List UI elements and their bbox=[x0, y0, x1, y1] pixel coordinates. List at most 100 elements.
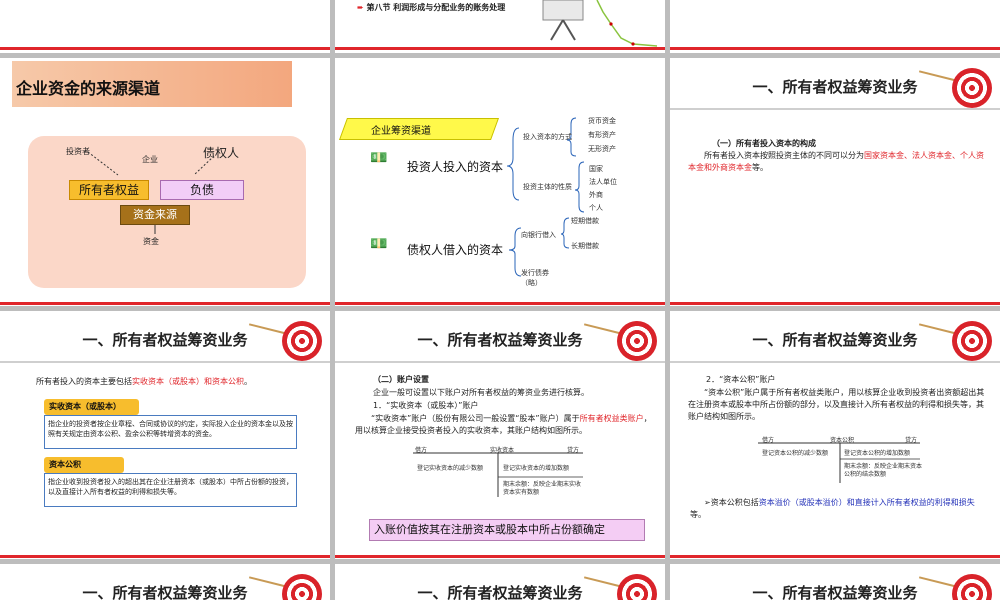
target-icon bbox=[282, 574, 322, 600]
t-credit: 贷方 bbox=[567, 447, 580, 454]
slide-top-right[interactable] bbox=[670, 0, 1000, 53]
slide-bottom-right[interactable]: 一、所有者权益筹资业务 bbox=[670, 564, 1000, 600]
t-left-text: 登记实收资本的减少数额 bbox=[417, 465, 484, 472]
title-rule bbox=[670, 108, 1000, 110]
t-right-text: 登记实收资本的增加数额 bbox=[503, 465, 570, 472]
bank-type-item: 长期借款 bbox=[571, 242, 599, 250]
capital-reserve-label: 资本公积 bbox=[44, 457, 124, 473]
t-debit: 借方 bbox=[415, 447, 428, 454]
capital-reserve-text: 指企业收到投资者投入的超出其在企业注册资本（或股本）中所占份额的投资，以及直接计… bbox=[44, 473, 297, 507]
slide-title: 一、所有者权益筹资业务 bbox=[752, 331, 918, 349]
chart-thumbnail bbox=[542, 0, 658, 47]
subheading: （一）所有者投入资本的构成 bbox=[712, 139, 816, 148]
invest-method-item: 无形资产 bbox=[588, 145, 616, 153]
owner-equity-box: 所有者权益 bbox=[69, 180, 149, 200]
paragraph: 1．“实收资本（或股本）”账户 bbox=[373, 401, 479, 410]
t-account-lines bbox=[758, 442, 920, 483]
money-icon: 💵 bbox=[370, 236, 388, 252]
paragraph: “实收资本”账户（股份有限公司一般设置“股本”账户）属于所有者权益类账户，用以核… bbox=[355, 414, 652, 435]
investor-label: 投资者 bbox=[66, 147, 90, 156]
bank-borrow-label: 向银行借入 bbox=[521, 231, 556, 239]
t-name: 实收资本 bbox=[490, 447, 515, 454]
title-rule bbox=[335, 361, 665, 363]
invest-subject-item: 国家 bbox=[589, 165, 603, 173]
invest-subject-item: 个人 bbox=[589, 204, 603, 212]
fund-source-box: 资金来源 bbox=[120, 205, 190, 225]
invest-subject-item: 外商 bbox=[589, 191, 603, 199]
bank-type-item: 短期借款 bbox=[571, 217, 599, 225]
invest-subject-label: 投资主体的性质 bbox=[523, 183, 572, 191]
invest-method-label: 投入资本的方式 bbox=[523, 133, 572, 141]
paid-in-capital-label: 实收资本（或股本） bbox=[44, 399, 139, 415]
slide-fund-sources[interactable]: 企业资金的来源渠道 投资者 债权人 企业 所有者权益 负债 资金来源 资金 bbox=[0, 58, 330, 306]
slide-divider bbox=[0, 302, 330, 305]
paragraph: “资本公积”账户属于所有者权益类账户，用以核算企业收到投资者出资额超出其在注册资… bbox=[688, 388, 985, 421]
title-band bbox=[12, 61, 292, 107]
slide-top-left[interactable] bbox=[0, 0, 330, 53]
invest-method-item: 有形资产 bbox=[588, 131, 616, 139]
slide-bottom-middle[interactable]: 一、所有者权益筹资业务 bbox=[335, 564, 665, 600]
slide-top-middle[interactable]: ➨ 第八节 利润形成与分配业务的账务处理 bbox=[335, 0, 665, 53]
investor-input-label: 投资人投入的资本 bbox=[407, 160, 504, 174]
slide-divider bbox=[335, 47, 665, 50]
paragraph: ➢资本公积包括资本溢价（或股本溢价）和直接计入所有者权益的利得和损失等。 bbox=[690, 498, 975, 519]
paid-in-capital-text: 指企业的投资者按企业章程、合同或协议的约定，实际投入企业的资本金以及按照有关规定… bbox=[44, 415, 297, 449]
slide-capital-types[interactable]: 一、所有者权益筹资业务 所有者投入的资本主要包括实收资本（或股本）和资本公积。 … bbox=[0, 311, 330, 559]
paragraph: 2．“资本公积”账户 bbox=[706, 375, 776, 384]
slide-divider bbox=[670, 47, 1000, 50]
slide-capital-reserve[interactable]: 一、所有者权益筹资业务 2．“资本公积”账户 “资本公积”账户属于所有者权益类账… bbox=[670, 311, 1000, 559]
t-credit: 贷方 bbox=[905, 437, 918, 444]
t-name: 资本公积 bbox=[830, 437, 855, 444]
target-icon bbox=[952, 574, 992, 600]
money-icon: 💵 bbox=[370, 150, 388, 166]
slide-divider bbox=[335, 302, 665, 305]
liability-box: 负债 bbox=[160, 180, 244, 200]
t-right-text: 登记资本公积的增加数额 bbox=[844, 450, 911, 457]
creditor-label: 债权人 bbox=[203, 146, 240, 160]
slide-divider bbox=[670, 555, 1000, 558]
title-rule bbox=[670, 361, 1000, 363]
target-icon bbox=[617, 574, 657, 600]
t-left-text: 登记资本公积的减少数额 bbox=[762, 450, 829, 457]
slide-title: 一、所有者权益筹资业务 bbox=[417, 584, 583, 600]
slide-financing-channels[interactable]: 企业筹资渠道 💵 投资人投入的资本 💵 债权人借入的资本 投入资本的方式 货币资… bbox=[335, 58, 665, 306]
enterprise-label: 企业 bbox=[142, 155, 158, 164]
funds-label: 资金 bbox=[143, 237, 159, 246]
slide-bottom-left[interactable]: 一、所有者权益筹资业务 bbox=[0, 564, 330, 600]
flow-arrows bbox=[87, 151, 215, 234]
invest-subject-item: 法人单位 bbox=[589, 178, 617, 186]
slide-title: 企业资金的来源渠道 bbox=[16, 79, 161, 98]
slide-account-setup[interactable]: 一、所有者权益筹资业务 （二）账户设置 企业一般可设置以下账户对所有者权益的筹资… bbox=[335, 311, 665, 559]
t-right-balance: 期末余额：反映企业期末资本公积的结余数额 bbox=[844, 463, 923, 478]
slide-title: 一、所有者权益筹资业务 bbox=[752, 78, 918, 96]
paragraph: 企业一般可设置以下账户对所有者权益的筹资业务进行核算。 bbox=[373, 388, 589, 397]
slide-equity-composition[interactable]: 一、所有者权益筹资业务 （一）所有者投入资本的构成 所有者投入资本按照投资主体的… bbox=[670, 58, 1000, 306]
slide-divider bbox=[670, 302, 1000, 305]
slide-divider bbox=[0, 555, 330, 558]
brace-lines bbox=[506, 117, 585, 277]
slide-title: 一、所有者权益筹资业务 bbox=[417, 331, 583, 349]
arrow-bullet-icon: ➨ bbox=[357, 3, 364, 12]
slide-divider bbox=[335, 555, 665, 558]
t-account-lines bbox=[413, 452, 583, 497]
target-icon bbox=[952, 68, 992, 108]
intro-text: 所有者投入的资本主要包括实收资本（或股本）和资本公积。 bbox=[36, 377, 252, 386]
invest-method-item: 货币资金 bbox=[588, 117, 616, 125]
t-right-balance: 期末余额：反映企业期末实收资本实有数额 bbox=[503, 481, 582, 496]
t-debit: 借方 bbox=[762, 437, 775, 444]
banner-label: 企业筹资渠道 bbox=[371, 126, 431, 137]
target-icon bbox=[282, 321, 322, 361]
target-icon bbox=[952, 321, 992, 361]
note-box: 入账价值按其在注册资本或股本中所占份额确定 bbox=[369, 519, 645, 541]
slide-title: 一、所有者权益筹资业务 bbox=[82, 331, 248, 349]
slide-divider bbox=[0, 47, 330, 50]
title-rule bbox=[0, 361, 330, 363]
creditor-borrow-label: 债权人借入的资本 bbox=[407, 243, 504, 257]
slide-title: 一、所有者权益筹资业务 bbox=[752, 584, 918, 600]
section-heading: ➨ 第八节 利润形成与分配业务的账务处理 bbox=[357, 3, 506, 12]
slide-title: 一、所有者权益筹资业务 bbox=[82, 584, 248, 600]
subheading: （二）账户设置 bbox=[373, 375, 429, 384]
bonds-label: 发行债券（略） bbox=[521, 269, 549, 287]
target-icon bbox=[617, 321, 657, 361]
paragraph: 所有者投入资本按照投资主体的不同可以分为国家资本金、法人资本金、个人资本金和外商… bbox=[688, 151, 984, 172]
